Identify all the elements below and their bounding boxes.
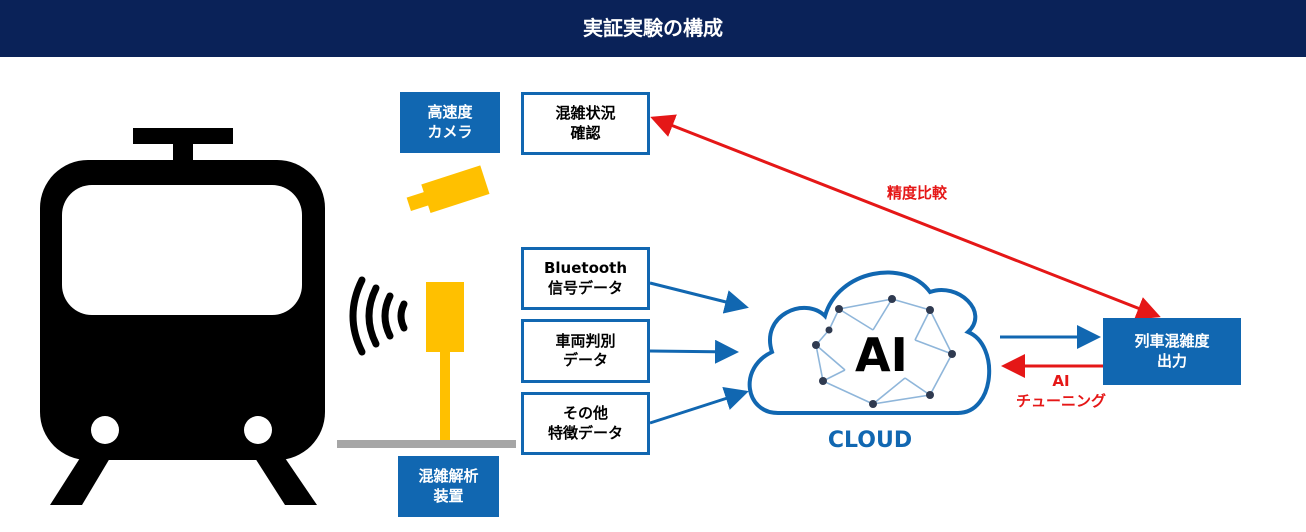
ai-label: AI xyxy=(855,328,908,382)
signal-wave-icon xyxy=(349,276,408,356)
arrow-vehicle-to-cloud xyxy=(649,339,739,364)
camera-icon xyxy=(406,165,490,214)
bluetooth-data-box: Bluetooth 信号データ xyxy=(521,247,650,310)
arrow-other-to-cloud xyxy=(649,387,749,425)
cloud-label: CLOUD xyxy=(827,428,913,453)
sensor-pole-icon xyxy=(337,282,516,448)
page-title: 実証実験の構成 xyxy=(0,0,1306,57)
arrow-accuracy-compare xyxy=(650,114,1161,320)
vehicle-data-box: 車両判別 データ xyxy=(521,319,650,383)
other-data-box: その他 特徴データ xyxy=(521,392,650,455)
arrow-bluetooth-to-cloud xyxy=(649,281,749,314)
analyzer-label-box: 混雑解析 装置 xyxy=(398,456,499,517)
ai-tuning-label: AI チューニング xyxy=(1015,372,1106,410)
camera-label-box: 高速度 カメラ xyxy=(400,92,500,153)
congestion-check-box: 混雑状況 確認 xyxy=(521,92,650,155)
accuracy-compare-label: 精度比較 xyxy=(886,184,947,202)
output-box: 列車混雑度 出力 xyxy=(1103,318,1241,385)
train-icon xyxy=(40,128,325,505)
